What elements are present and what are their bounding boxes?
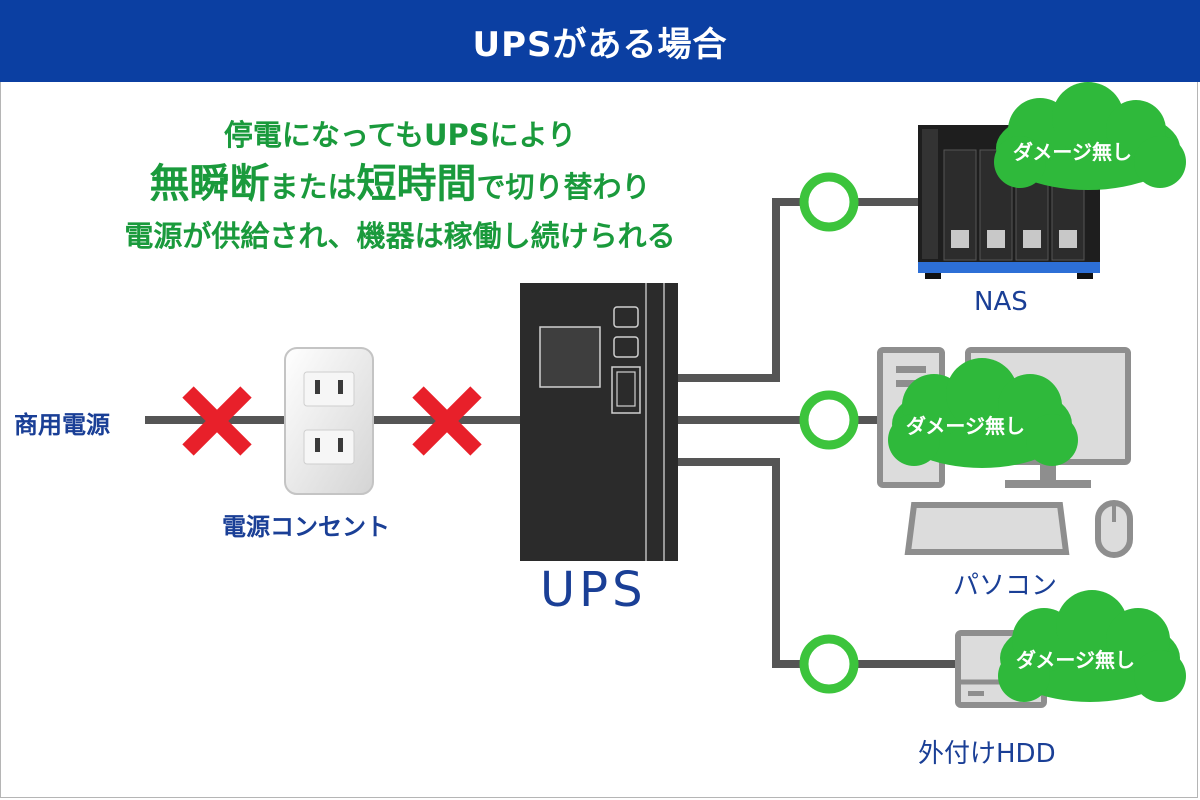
label-pc: パソコン [953, 571, 1058, 601]
headline-connector: または [269, 170, 357, 204]
cloud-icon [998, 590, 1186, 702]
headline-line-3: 電源が供給され、機器は稼働し続けられる [124, 219, 676, 253]
label-hdd: 外付けHDD [918, 739, 1056, 769]
cross-icon [412, 386, 482, 456]
badge-hdd: ダメージ無し [1016, 648, 1135, 672]
label-power-source: 商用電源 [14, 411, 110, 439]
ups-device-icon [520, 283, 678, 561]
page-title-text: UPSがある場合 [472, 24, 728, 65]
headline-line-2: 無瞬断または短時間で切り替わり [0, 158, 800, 213]
label-outlet: 電源コンセント [222, 513, 390, 541]
cloud-icon [888, 358, 1078, 468]
badge-nas: ダメージ無し [1013, 140, 1132, 164]
headline: 停電になってもUPSにより 無瞬断または短時間で切り替わり 電源が供給され、機器… [0, 112, 800, 259]
headline-emphasis-2: 短時間 [356, 161, 477, 207]
badge-pc: ダメージ無し [906, 414, 1025, 438]
page-title: UPSがある場合 [0, 0, 1200, 82]
label-ups: UPS [540, 562, 647, 618]
ring-icon [799, 634, 859, 694]
cross-icon [182, 386, 252, 456]
ring-icon [799, 390, 859, 450]
headline-tail: で切り替わり [476, 170, 651, 204]
headline-emphasis-1: 無瞬断 [149, 161, 270, 207]
label-nas: NAS [974, 287, 1028, 317]
ring-icon [799, 172, 859, 232]
headline-line-1: 停電になってもUPSにより [223, 118, 577, 152]
outlet-icon [284, 347, 374, 495]
cloud-icon [994, 82, 1186, 190]
